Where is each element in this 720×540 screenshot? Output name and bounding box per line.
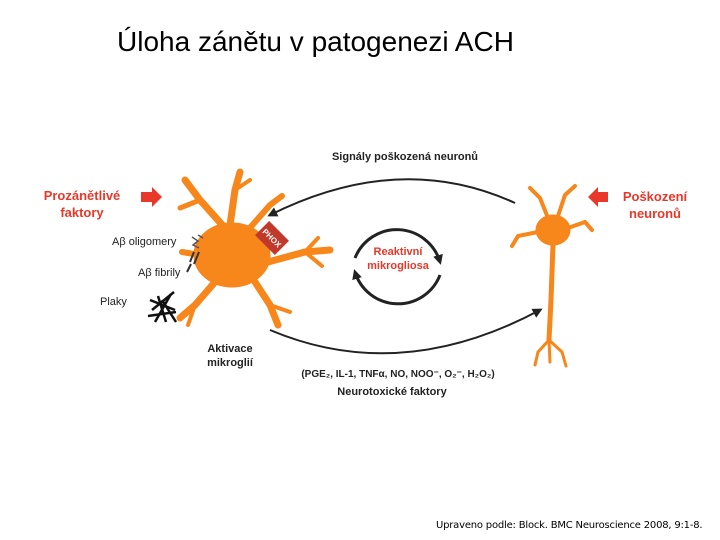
- ab-fibril-icon: [186, 251, 200, 273]
- cycle-arrow-bottom: [352, 269, 442, 306]
- activation-label-2: mikroglií: [207, 357, 254, 369]
- proinflam-red-arrow: [141, 187, 162, 207]
- slide-title: Úloha zánětu v patogenezi ACH: [117, 26, 514, 57]
- plaques-label: Plaky: [100, 296, 127, 308]
- reactive-label-1: Reaktivní: [374, 246, 424, 258]
- proinflam-label-2: faktory: [60, 205, 104, 220]
- proinflam-label-1: Prozánětlivé: [44, 188, 121, 203]
- microglia-cell: [176, 168, 334, 329]
- cycle-arrow-top: [353, 228, 443, 265]
- plaque-icon: [147, 291, 178, 323]
- reactive-label-2: mikrogliosa: [367, 260, 430, 272]
- activation-label-1: Aktivace: [207, 343, 252, 355]
- source-caption: Upraveno podle: Block. BMC Neuroscience …: [436, 520, 703, 531]
- ab-oligomer-label: Aβ oligomery: [112, 236, 177, 248]
- phox-box: PHOX: [255, 221, 289, 255]
- factors-list-label: (PGE₂, IL-1, TNFα, NO, NOO⁻, O₂⁻, H₂O₂): [301, 369, 494, 380]
- damage-label-2: neuronů: [629, 206, 681, 221]
- neurotoxic-arrow: [269, 308, 543, 355]
- signals-arrow: [267, 178, 516, 217]
- neurotoxic-label: Neurotoxické faktory: [337, 386, 447, 398]
- damage-red-arrow: [588, 187, 608, 207]
- neuron-cell: [510, 184, 594, 368]
- signals-label: Signály poškozená neuronů: [332, 151, 478, 163]
- ab-oligomer-icon: [191, 234, 204, 249]
- damage-label-1: Poškození: [623, 189, 688, 204]
- ab-fibril-label: Aβ fibrily: [138, 267, 181, 279]
